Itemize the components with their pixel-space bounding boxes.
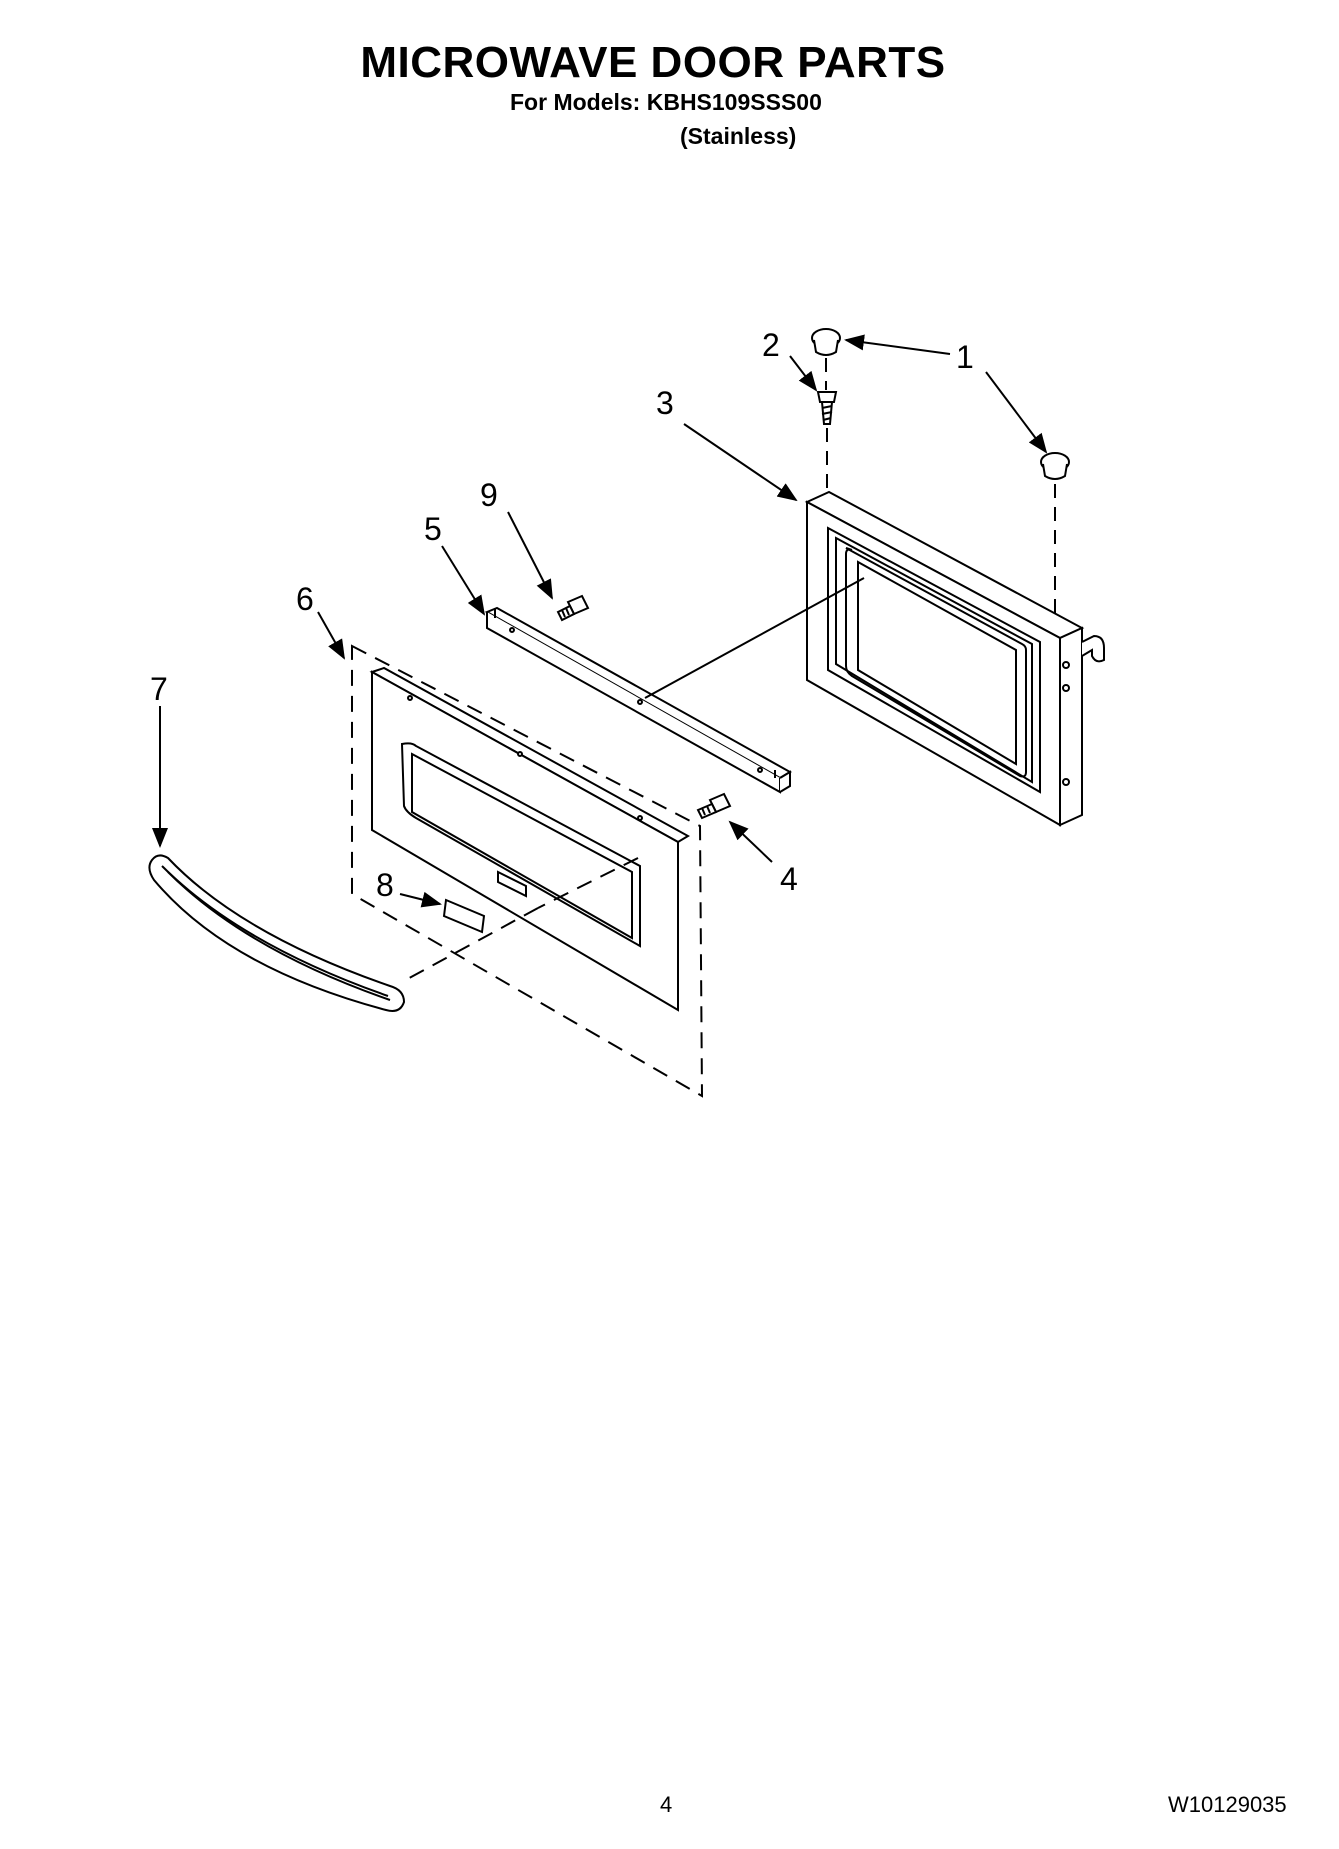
bracket-strip [484, 606, 792, 794]
plug-right [1040, 452, 1070, 480]
outer-door-panel [369, 666, 691, 1012]
models-line: For Models: KBHS109SSS00 [510, 89, 822, 115]
plug-top [811, 328, 841, 356]
assembly-lines [401, 577, 865, 983]
callout-2: 2 [762, 327, 780, 363]
door-panel-envelope [351, 644, 704, 1098]
callout-8: 8 [376, 867, 394, 903]
callout-4: 4 [780, 861, 798, 897]
door-frame [804, 490, 1105, 827]
screw-part-2 [816, 391, 838, 425]
door-handle [148, 854, 406, 1012]
callout-6: 6 [296, 581, 314, 617]
page-number: 4 [660, 1792, 673, 1817]
badge [442, 898, 486, 934]
page-title: MICROWAVE DOOR PARTS [360, 38, 946, 87]
callout-1: 1 [956, 339, 974, 375]
screw-part-4 [696, 792, 732, 820]
callout-5: 5 [424, 511, 442, 547]
callout-labels: 1 2 3 4 5 6 7 8 9 [150, 327, 974, 903]
finish-line: (Stainless) [680, 123, 797, 149]
screw-part-9 [556, 594, 590, 622]
document-code: W10129035 [1168, 1792, 1287, 1817]
callout-3: 3 [656, 385, 674, 421]
callout-arrows [152, 334, 1048, 908]
callout-7: 7 [150, 671, 168, 707]
callout-9: 9 [480, 477, 498, 513]
